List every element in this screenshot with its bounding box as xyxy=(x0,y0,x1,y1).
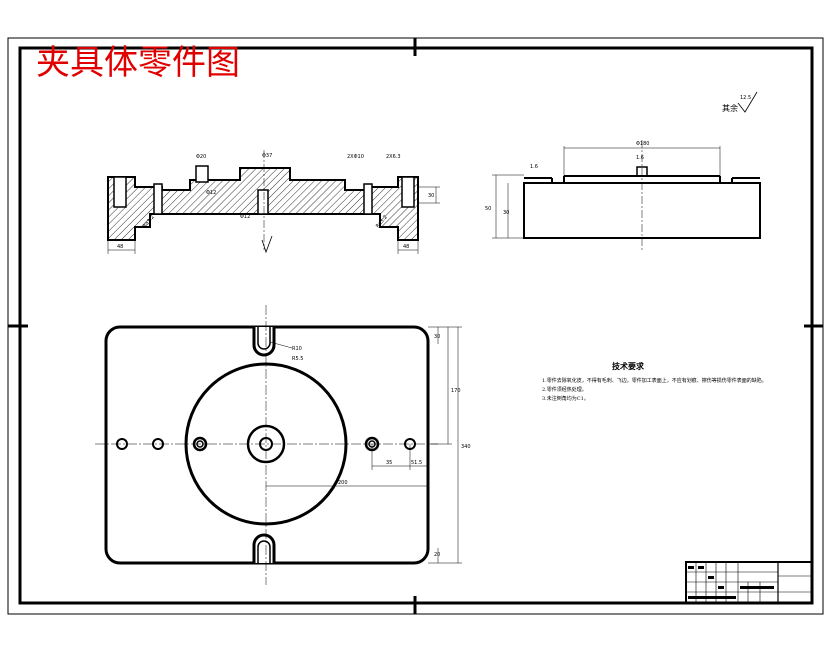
dim-side-dia: Φ180 xyxy=(636,141,649,147)
dim-plan-total: 340 xyxy=(461,444,471,450)
dim-front-center: Φ37 xyxy=(262,153,272,159)
side-view: Φ180 50 30 1.6 1.6 xyxy=(485,140,761,250)
tech-req-line-2: 2.零件须经热处理。 xyxy=(542,386,587,393)
dim-front-bottom-2: Φ12 xyxy=(240,214,250,220)
drawing-title: 夹具体零件图 xyxy=(36,43,240,83)
dim-front-right-width: 48 xyxy=(403,244,409,250)
dim-front-top-right: 2XΦ10 xyxy=(347,154,364,160)
dim-plan-circle-dia: 200 xyxy=(338,480,348,486)
dim-plan-bottom-right: 20 xyxy=(434,552,440,558)
surface-finish-symbol: 其余 12.5 xyxy=(722,91,758,113)
technical-requirements: 技术要求 1.零件去除氧化皮，不得有毛刺、飞边。零件加工表面上，不应有划痕、擦伤… xyxy=(542,361,767,402)
dim-side-small: 1.6 xyxy=(530,164,538,170)
front-section-view: 48 48 30 Φ20 Φ37 Φ12 Φ12 2XΦ10 2X6.3 Ra3… xyxy=(107,150,440,254)
tech-req-line-3: 3.未注倒角均为C1。 xyxy=(542,395,589,402)
dim-side-flat: 1.6 xyxy=(636,155,644,161)
dim-plan-slot-a: R10 xyxy=(292,346,302,352)
tech-req-heading: 技术要求 xyxy=(612,361,645,371)
dim-plan-top-right: 30 xyxy=(434,334,440,340)
dim-front-height: 30 xyxy=(428,193,434,199)
title-block xyxy=(685,561,813,604)
surface-value-label: 12.5 xyxy=(740,95,751,101)
dim-side-height-inner: 30 xyxy=(503,210,509,216)
surface-rest-label: 其余 xyxy=(722,103,738,113)
dim-plan-hole-pitch2: 51.5 xyxy=(411,460,422,466)
dim-plan-hole-pitch: 35 xyxy=(386,460,392,466)
dim-side-height-outer: 50 xyxy=(485,206,491,212)
dim-front-left-width: 48 xyxy=(117,244,123,250)
dim-plan-slot-b: R5.5 xyxy=(292,356,303,362)
dim-front-bottom: Φ12 xyxy=(206,190,216,196)
plan-view: 30 170 340 20 35 51.5 200 R10 R5.5 xyxy=(95,305,471,585)
dim-plan-mid: 170 xyxy=(451,388,461,394)
dim-front-hole: Φ20 xyxy=(196,154,206,160)
tech-req-line-1: 1.零件去除氧化皮，不得有毛刺、飞边。零件加工表面上，不应有划痕、擦伤等损伤零件… xyxy=(542,377,767,384)
dim-front-mid-right: 2X6.3 xyxy=(386,154,401,160)
